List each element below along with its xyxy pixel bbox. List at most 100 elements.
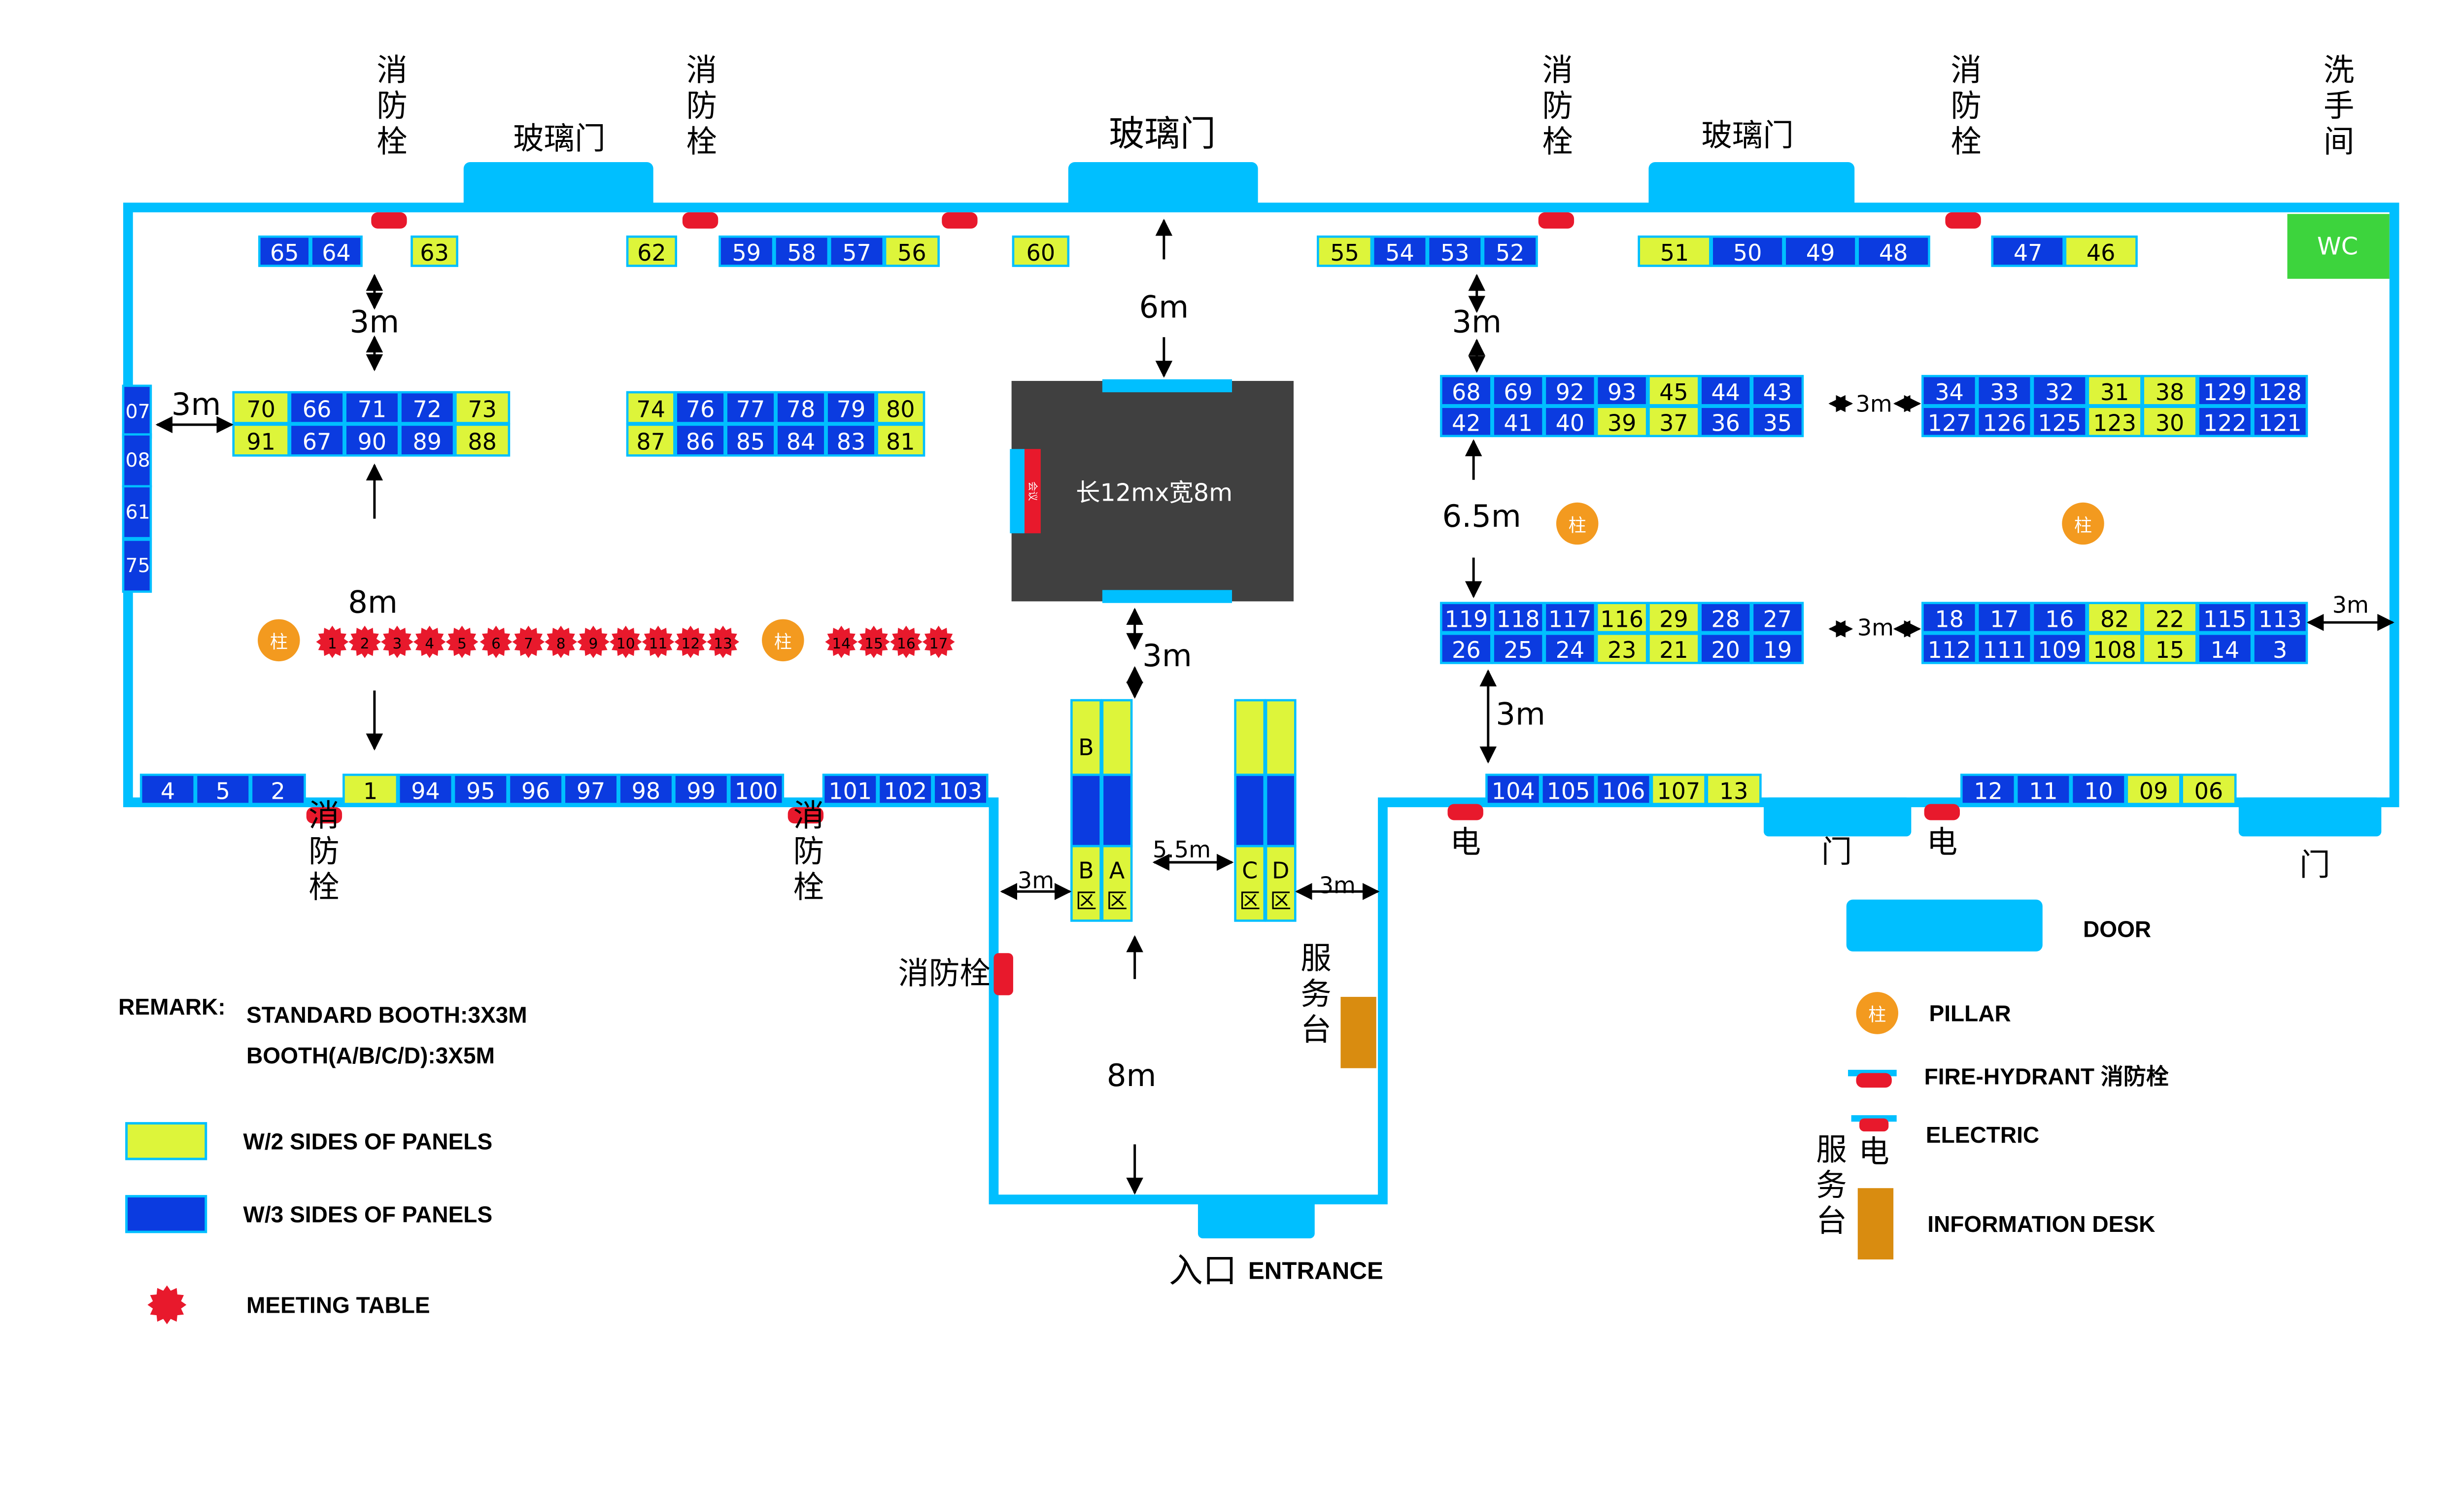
booth-box	[618, 774, 674, 805]
electric-label-1: 电	[1450, 824, 1481, 860]
booth-box	[725, 423, 776, 457]
booth-number: 67	[303, 428, 332, 455]
booth-number: 35	[1763, 410, 1792, 437]
booth-number: 18	[1935, 606, 1964, 633]
booth-number: 31	[2100, 379, 2129, 406]
booth-box	[2197, 602, 2253, 634]
booth-112: 112	[1921, 632, 1978, 664]
booth-1: 1	[342, 774, 399, 805]
hydrant-label-7: 消防栓	[898, 955, 991, 991]
booth-87: 87	[626, 423, 676, 457]
zone-bottom	[1070, 845, 1102, 922]
booth-box	[289, 391, 345, 424]
booth-number: 116	[1600, 606, 1643, 633]
booth-box	[1540, 774, 1597, 805]
booth-number: 57	[842, 239, 871, 266]
pillar-label: 柱	[270, 631, 288, 652]
booth-box	[1647, 632, 1700, 664]
booth-number: 48	[1879, 239, 1908, 266]
booth-53: 53	[1427, 235, 1483, 267]
meeting-table-3: 3	[381, 625, 413, 658]
booth-50: 50	[1711, 235, 1784, 267]
booth-16: 16	[2031, 602, 2088, 634]
booth-box	[1492, 374, 1544, 407]
booth-box	[1650, 774, 1707, 805]
booth-number: 119	[1444, 606, 1488, 633]
booth-55: 55	[1317, 235, 1373, 267]
booth-3: 3	[2252, 632, 2308, 664]
booth-box	[1012, 235, 1070, 267]
booth-number: 36	[1711, 410, 1740, 437]
booth-number: 14	[2211, 637, 2240, 663]
pillar-2: 柱	[762, 619, 804, 662]
booth-number: 68	[1452, 379, 1481, 406]
booth-box	[399, 391, 455, 424]
booth-number: 89	[412, 428, 442, 455]
booth-box	[2142, 602, 2198, 634]
booth-72: 72	[399, 391, 455, 424]
dim-3m-9: 3m	[1018, 867, 1054, 894]
meeting-table-shape	[512, 625, 545, 658]
booth-number: 07	[125, 401, 150, 423]
booth-number: 06	[2194, 778, 2224, 804]
booth-box	[232, 423, 290, 457]
booth-57: 57	[828, 235, 885, 267]
meeting-table-15: 15	[857, 625, 890, 658]
booth-number: 90	[358, 428, 387, 455]
booth-number: 117	[1548, 606, 1592, 633]
booth-number: 101	[828, 778, 872, 804]
meeting-table-13: 13	[707, 625, 740, 658]
booth-number: 66	[303, 396, 332, 423]
booth-box	[1595, 374, 1648, 407]
booth-09: 09	[2125, 774, 2182, 805]
pillar-circle	[1556, 502, 1599, 545]
hydrant-label-5-text: 消防栓	[303, 799, 339, 906]
booth-25: 25	[1492, 632, 1544, 664]
booth-111: 111	[1976, 632, 2033, 664]
booth-29: 29	[1647, 602, 1700, 634]
booth-number: 40	[1556, 410, 1585, 437]
booth-box	[828, 235, 885, 267]
booth-number: 106	[1602, 778, 1645, 804]
meeting-table-shape	[381, 625, 413, 658]
meeting-table-number: 9	[589, 635, 598, 652]
booth-11: 11	[2015, 774, 2071, 805]
booth-number: 11	[2029, 778, 2058, 804]
hydrant-label-4-text: 消防栓	[1945, 54, 1981, 161]
glass-door-2	[1068, 162, 1258, 211]
booth-58: 58	[774, 235, 830, 267]
booth-box	[1317, 235, 1373, 267]
booth-number: 95	[466, 778, 495, 804]
booth-number: 102	[884, 778, 927, 804]
booth-number: 46	[2087, 239, 2116, 266]
booth-27: 27	[1751, 602, 1804, 634]
zone-letter: B	[1078, 857, 1094, 884]
meeting-table-number: 11	[649, 635, 668, 652]
legend-meeting: MEETING TABLE	[246, 1292, 430, 1318]
booth-number: 61	[125, 501, 150, 523]
hall-size-label: 长12mx宽8m	[1076, 478, 1232, 507]
booth-box	[675, 423, 726, 457]
booth-box	[452, 774, 509, 805]
booth-31: 31	[2087, 374, 2143, 407]
booth-box	[626, 391, 676, 424]
booth-box	[2070, 774, 2126, 805]
booth-box	[344, 423, 400, 457]
booth-33: 33	[1976, 374, 2033, 407]
booth-number: 87	[636, 428, 665, 455]
booth-number: 26	[1452, 637, 1481, 663]
booth-box	[1371, 235, 1428, 267]
booth-number: 50	[1733, 239, 1762, 266]
meeting-table-12: 12	[674, 625, 707, 658]
booth-66: 66	[289, 391, 345, 424]
zone-mid	[1101, 774, 1133, 848]
meeting-table-11: 11	[642, 625, 675, 658]
booth-117: 117	[1543, 602, 1597, 634]
booth-number: 08	[125, 449, 150, 472]
booth-number: 19	[1763, 637, 1792, 663]
electric-mark-1	[1447, 804, 1483, 820]
booth-18: 18	[1921, 602, 1978, 634]
